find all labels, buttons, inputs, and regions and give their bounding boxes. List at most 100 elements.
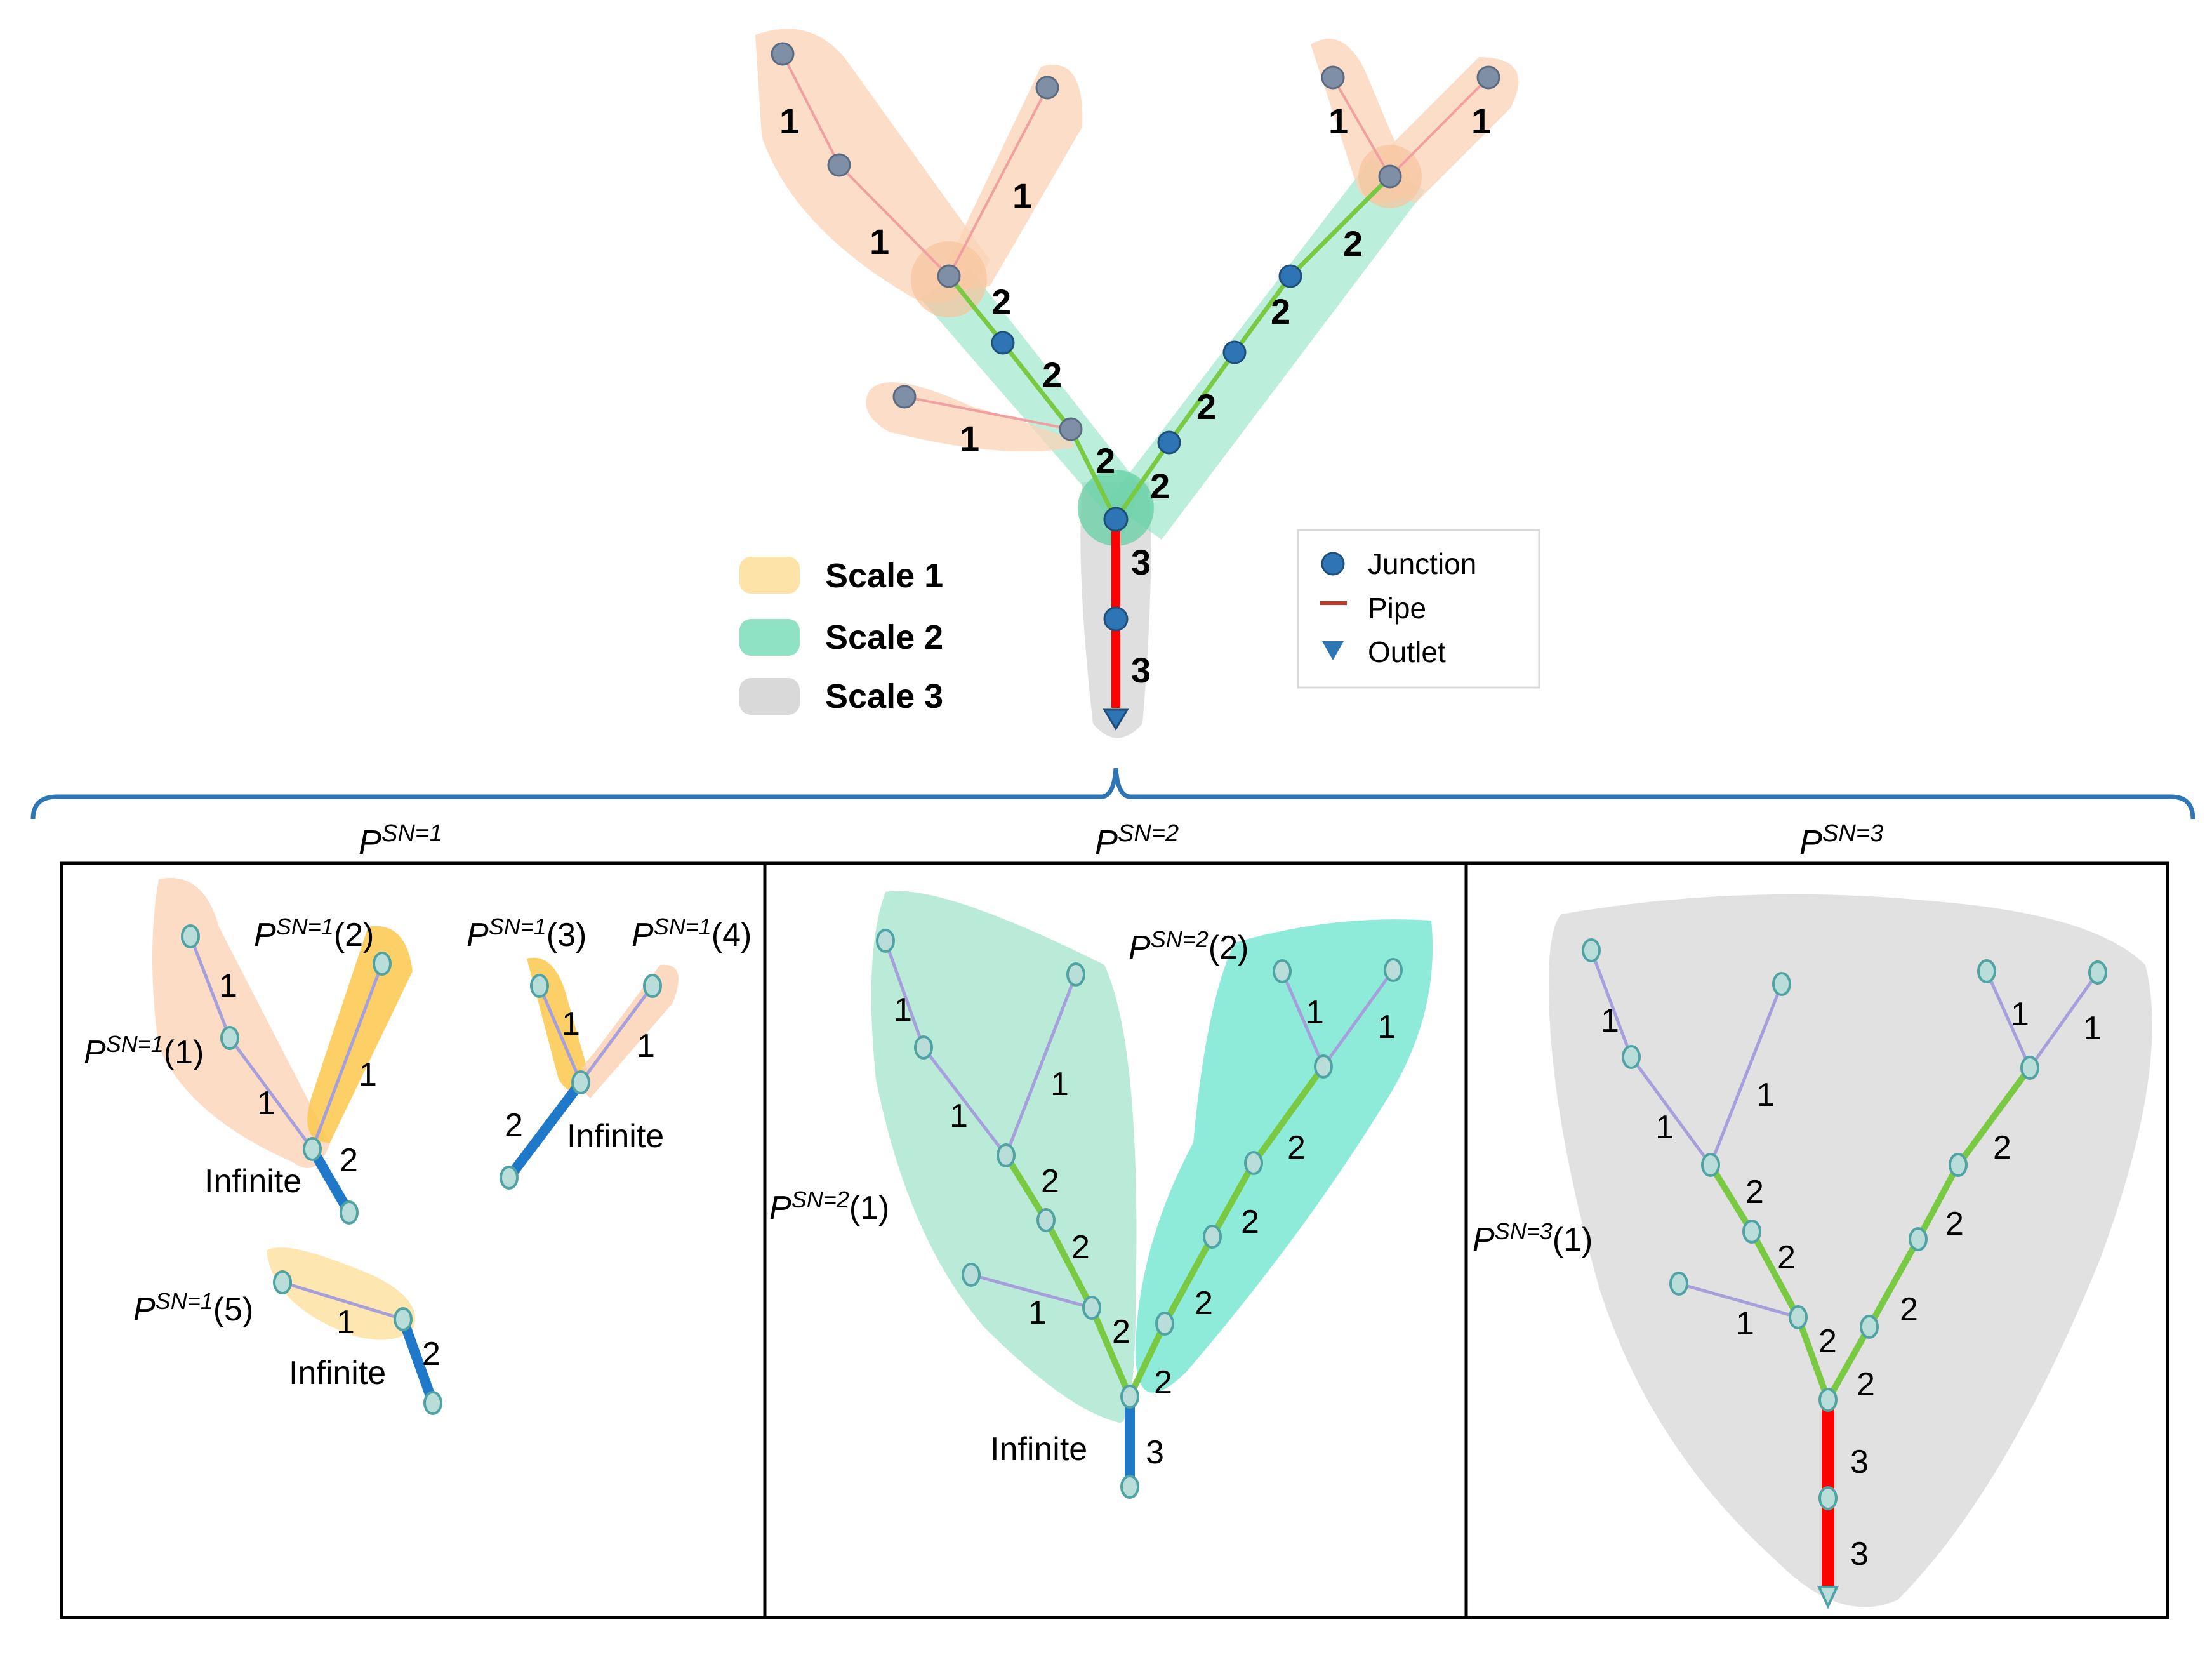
segment-label: 2 bbox=[1154, 1364, 1172, 1401]
node bbox=[1378, 164, 1402, 189]
subgraph-label: PSN=3(1) bbox=[1473, 1218, 1593, 1258]
segment-label: 1 bbox=[1306, 994, 1324, 1031]
segment-label: 3 bbox=[1146, 1434, 1164, 1471]
segment-label: 1 bbox=[1756, 1077, 1775, 1113]
panel-sn3: 1 1 1 1 1 1 2 2 2 2 2 2 2 2 3 3 PSN=3(1) bbox=[1473, 894, 2152, 1609]
panel-title: PSN=2 bbox=[1095, 820, 1179, 861]
scale2-hull-right bbox=[1108, 159, 1425, 540]
symbol-legend-label: Junction bbox=[1368, 547, 1476, 580]
sn3-hull bbox=[1549, 894, 2152, 1607]
panel-frames bbox=[60, 861, 2169, 1619]
segment-label: 1 bbox=[1655, 1109, 1674, 1146]
subgraph-label: PSN=1(1) bbox=[84, 1031, 204, 1071]
sn3-nodes bbox=[1582, 938, 2107, 1510]
scale-legend-label: Scale 2 bbox=[825, 618, 943, 656]
segment-label: 2 bbox=[1195, 1285, 1213, 1322]
node bbox=[827, 153, 851, 177]
panel-sn1: 1 1 1 1 1 1 2 2 2 Infinite Infinite Infi… bbox=[84, 877, 752, 1415]
scale-legend-item: Scale 3 bbox=[739, 677, 943, 715]
junction-node bbox=[991, 331, 1015, 355]
node bbox=[1059, 417, 1083, 441]
panels-border bbox=[60, 861, 2169, 1619]
segment-label: 2 bbox=[1150, 466, 1170, 506]
infinite-label: Infinite bbox=[567, 1118, 664, 1155]
segment-label: 1 bbox=[257, 1085, 275, 1122]
sn1-subgraph-labels: PSN=1(1) PSN=1(2) PSN=1(3) PSN=1(4) PSN=… bbox=[84, 914, 752, 1328]
panel-title: PSN=1 bbox=[359, 820, 442, 861]
node bbox=[892, 385, 917, 409]
subgraph-label: PSN=2(1) bbox=[769, 1186, 889, 1226]
segment-label: 1 bbox=[1050, 1066, 1069, 1103]
segment-label: 1 bbox=[1377, 1009, 1396, 1046]
segment-label: 3 bbox=[1850, 1536, 1869, 1572]
scale3-swatch-icon bbox=[739, 678, 800, 715]
top-nodes bbox=[771, 42, 1500, 731]
scale1-hull-a bbox=[755, 29, 990, 303]
segment-label: 2 bbox=[1857, 1366, 1875, 1403]
scale1-swatch-icon bbox=[739, 557, 800, 594]
junction-node bbox=[1103, 606, 1129, 632]
scale2-swatch-icon bbox=[739, 619, 800, 656]
segment-label: 1 bbox=[894, 992, 912, 1028]
segment-label: 2 bbox=[1196, 387, 1216, 427]
infinite-label: Infinite bbox=[204, 1163, 301, 1200]
symbol-legend: Junction Pipe Outlet bbox=[1297, 529, 1540, 689]
segment-label: 2 bbox=[1993, 1129, 2011, 1166]
sn2-hull-2 bbox=[1136, 919, 1433, 1393]
symbol-legend-label: Pipe bbox=[1368, 592, 1426, 625]
grouping-brace bbox=[30, 768, 2195, 820]
infinite-label: Infinite bbox=[289, 1355, 386, 1392]
segment-label: 1 bbox=[637, 1028, 655, 1065]
subgraph-label: PSN=1(4) bbox=[632, 914, 752, 954]
outlet-triangle-icon bbox=[1322, 641, 1344, 660]
segment-label: 2 bbox=[1745, 1174, 1764, 1211]
panel-titles: PSN=1 PSN=2 PSN=3 bbox=[359, 820, 1883, 861]
sn1-segment-labels: 1 1 1 1 1 1 2 2 2 bbox=[219, 967, 655, 1373]
segment-label: 1 bbox=[1028, 1294, 1047, 1331]
scale2-hull-left bbox=[920, 267, 1142, 533]
junction-node bbox=[1278, 264, 1302, 288]
sn2-nodes bbox=[876, 929, 1403, 1499]
segment-label: 1 bbox=[359, 1056, 377, 1093]
segment-label: 1 bbox=[950, 1098, 968, 1134]
subgraph-label: PSN=2(2) bbox=[1129, 926, 1248, 966]
panel-sn2: 1 1 1 1 1 1 2 2 2 2 2 2 2 2 3 Infinite P… bbox=[769, 891, 1433, 1499]
segment-label: 2 bbox=[1287, 1129, 1306, 1166]
scale-legend-label: Scale 1 bbox=[825, 557, 943, 595]
segment-label: 3 bbox=[1131, 650, 1151, 690]
top-pipes bbox=[781, 53, 1490, 708]
segment-label: 2 bbox=[1096, 441, 1115, 481]
segment-label: 2 bbox=[1945, 1206, 1964, 1242]
subgraph-label: PSN=1(5) bbox=[133, 1288, 253, 1328]
segment-label: 2 bbox=[1042, 355, 1062, 395]
segment-label: 1 bbox=[2011, 996, 2029, 1033]
segment-label: 1 bbox=[1471, 101, 1491, 141]
segment-label: 3 bbox=[1850, 1444, 1869, 1480]
segment-label: 2 bbox=[1900, 1291, 1918, 1328]
segment-label: 2 bbox=[505, 1107, 523, 1144]
segment-label: 1 bbox=[870, 222, 889, 262]
scale1-hull-b bbox=[946, 65, 1083, 289]
segment-label: 2 bbox=[991, 282, 1011, 322]
sn1-nodes bbox=[181, 924, 662, 1415]
segment-label: 1 bbox=[2083, 1010, 2102, 1047]
sn1-hull-5 bbox=[267, 1247, 415, 1340]
segment-label: 1 bbox=[1012, 176, 1032, 216]
junction-node bbox=[1103, 507, 1129, 532]
node bbox=[1321, 65, 1345, 90]
sn2-segment-labels: 1 1 1 1 1 1 2 2 2 2 2 2 2 2 3 bbox=[894, 992, 1396, 1471]
segment-label: 1 bbox=[336, 1304, 355, 1341]
scale-legend-item: Scale 1 bbox=[739, 557, 943, 595]
infinite-label: Infinite bbox=[990, 1431, 1087, 1468]
scale-legend: Scale 1 Scale 2 Scale 3 bbox=[739, 557, 943, 715]
node bbox=[771, 42, 795, 66]
outlet-node bbox=[1103, 708, 1129, 731]
scale-legend-label: Scale 3 bbox=[825, 677, 943, 715]
subgraph-label: PSN=1(3) bbox=[467, 914, 586, 954]
sn2-subgraph-labels: PSN=2(1) PSN=2(2) bbox=[769, 926, 1248, 1226]
segment-label: 1 bbox=[219, 967, 237, 1004]
sn3-segment-labels: 1 1 1 1 1 1 2 2 2 2 2 2 2 2 3 3 bbox=[1601, 996, 2102, 1572]
subgraph-label: PSN=1(2) bbox=[254, 914, 374, 954]
